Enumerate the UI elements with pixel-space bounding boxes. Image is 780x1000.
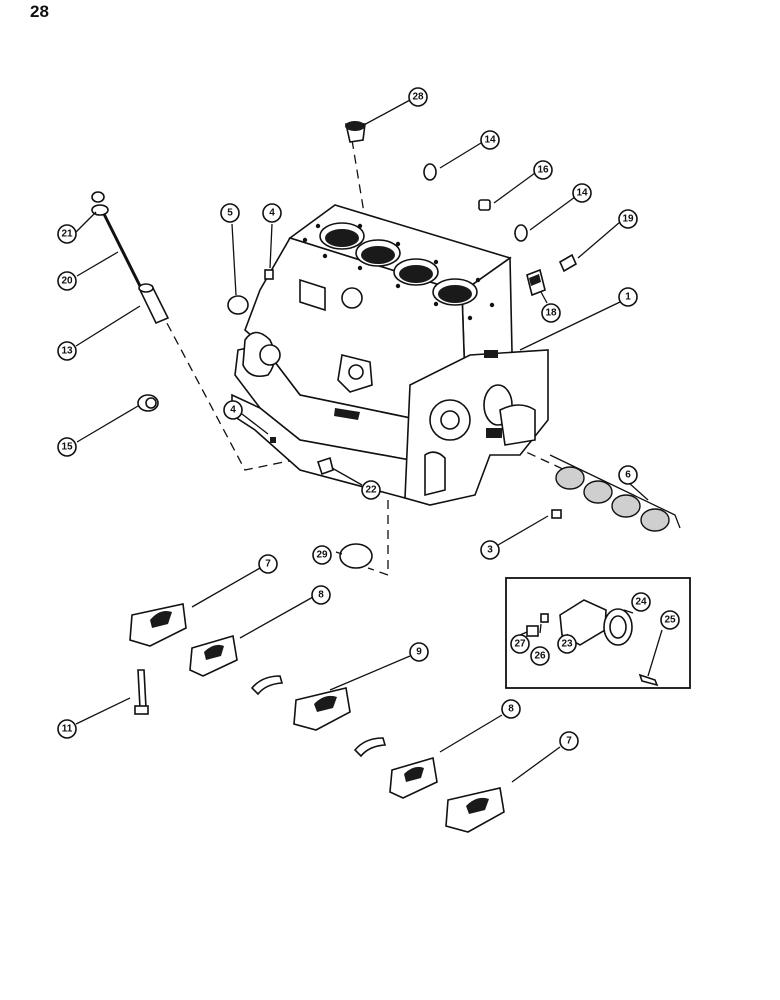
svg-text:27: 27 — [514, 639, 526, 650]
expansion-plug-5 — [227, 295, 249, 315]
callout-15: 15 — [57, 437, 77, 457]
callout-5: 5 — [220, 203, 240, 223]
callout-7-lower: 7 — [559, 731, 579, 751]
callout-8-lower: 8 — [501, 699, 521, 719]
svg-text:28: 28 — [412, 92, 424, 103]
callout-16: 16 — [533, 160, 553, 180]
svg-text:3: 3 — [487, 545, 493, 556]
callout-24: 23 — [557, 634, 577, 654]
main-bearing-cap-7-top — [129, 603, 187, 647]
dipstick-cap — [91, 191, 109, 216]
dowel-4-lower — [270, 437, 276, 443]
callout-26: 25 — [660, 610, 680, 630]
callout-29: 29 — [312, 545, 332, 565]
callout-3: 3 — [480, 540, 500, 560]
svg-text:5: 5 — [227, 208, 233, 219]
svg-text:21: 21 — [61, 229, 73, 240]
callout-9: 9 — [409, 642, 429, 662]
main-bearing-cap-9 — [293, 687, 351, 731]
thrust-washer-top — [250, 675, 284, 696]
svg-text:8: 8 — [318, 590, 324, 601]
thrust-washer-lower — [353, 737, 387, 758]
expansion-plug-top-a — [423, 163, 437, 181]
dowel-4-top — [264, 269, 274, 280]
oil-filler-plug — [345, 121, 366, 143]
callout-21: 21 — [57, 224, 77, 244]
callout-4-top: 4 — [262, 203, 282, 223]
page-number: 28 — [30, 2, 49, 21]
fitting-19 — [558, 253, 578, 273]
fitting-18 — [526, 268, 546, 297]
cylinder-block — [231, 204, 549, 506]
svg-text:1: 1 — [625, 292, 631, 303]
callout-11: 11 — [57, 719, 77, 739]
svg-text:23: 23 — [561, 639, 573, 650]
callout-leader-lines — [75, 99, 663, 783]
callout-14-lower: 14 — [572, 183, 592, 203]
svg-text:9: 9 — [416, 647, 422, 658]
svg-text:19: 19 — [622, 214, 634, 225]
expansion-plug-top-b — [514, 224, 528, 242]
bearing-set-6 — [549, 454, 681, 532]
callout-13: 13 — [57, 341, 77, 361]
pipe-plug-16 — [478, 199, 491, 211]
main-bearing-cap-8-top — [189, 634, 238, 677]
expansion-plug-29 — [339, 543, 373, 569]
callout-4-lower: 4 — [223, 400, 243, 420]
fitting-23 — [316, 456, 334, 476]
callout-25: 24 — [631, 592, 651, 612]
plug-3 — [551, 509, 562, 519]
dipstick — [102, 213, 144, 291]
svg-text:11: 11 — [62, 724, 73, 735]
svg-text:24: 24 — [635, 597, 647, 608]
seal-15 — [137, 394, 159, 412]
callout-7-top: 7 — [258, 554, 278, 574]
callout-28: 27 — [510, 634, 530, 654]
callout-14-top: 14 — [480, 130, 500, 150]
svg-text:14: 14 — [576, 188, 588, 199]
svg-text:7: 7 — [566, 736, 572, 747]
callout-1: 1 — [618, 287, 638, 307]
svg-text:25: 25 — [664, 615, 676, 626]
inset-cover-plate-group — [505, 577, 691, 689]
svg-text:18: 18 — [545, 308, 557, 319]
callout-bubbles: 28 14 16 14 19 18 1 5 4 21 20 13 15 4 22… — [57, 87, 680, 751]
svg-text:26: 26 — [534, 651, 546, 662]
callout-27: 26 — [530, 646, 550, 666]
svg-text:14: 14 — [484, 135, 496, 146]
callout-8-top: 8 — [311, 585, 331, 605]
bolt-11 — [134, 669, 149, 715]
callout-6: 6 — [618, 465, 638, 485]
svg-text:15: 15 — [61, 442, 73, 453]
svg-text:8: 8 — [508, 704, 514, 715]
callout-23: 22 — [361, 480, 381, 500]
svg-text:29: 29 — [316, 550, 328, 561]
svg-text:4: 4 — [230, 405, 236, 416]
svg-text:6: 6 — [625, 470, 631, 481]
svg-text:4: 4 — [269, 208, 275, 219]
svg-text:16: 16 — [537, 165, 549, 176]
callout-18: 18 — [541, 303, 561, 323]
svg-text:22: 22 — [365, 485, 377, 496]
svg-text:7: 7 — [265, 559, 271, 570]
callout-20: 20 — [57, 271, 77, 291]
callout-19: 19 — [618, 209, 638, 229]
svg-text:20: 20 — [61, 276, 73, 287]
main-bearing-cap-7-lower — [445, 787, 505, 833]
main-bearing-cap-8-lower — [389, 756, 438, 799]
callout-22: 28 — [408, 87, 428, 107]
dipstick-tube — [138, 283, 170, 325]
svg-text:13: 13 — [61, 346, 73, 357]
